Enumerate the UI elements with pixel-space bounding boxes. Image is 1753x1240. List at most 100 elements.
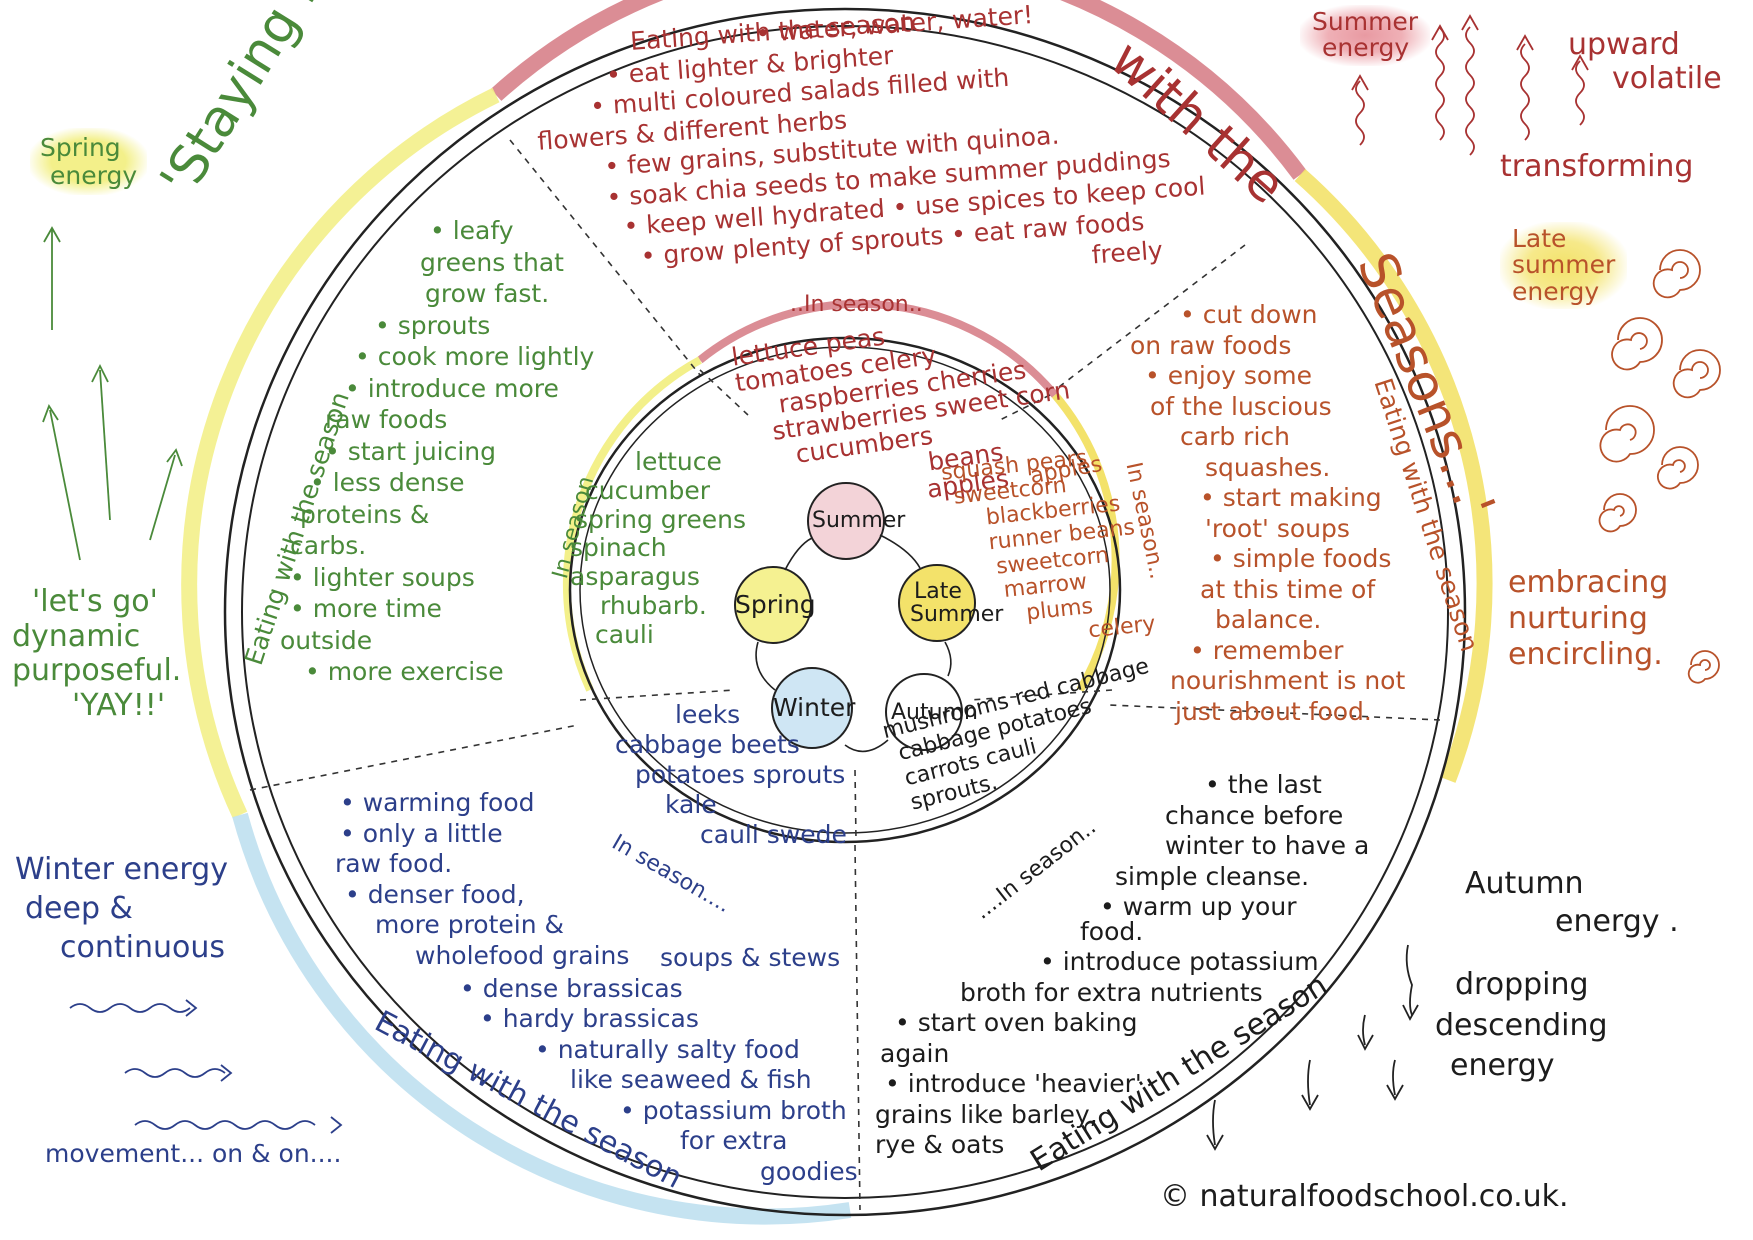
food-item: cucumber <box>585 475 711 505</box>
spring-tip: proteins & <box>300 499 430 529</box>
food-item: spinach <box>570 533 667 563</box>
autumn-arrows <box>1206 944 1419 1151</box>
energy-word: 'YAY!!' <box>72 687 166 723</box>
energy-word: 'let's go' <box>32 584 158 619</box>
spring-tip: • sprouts <box>375 310 491 340</box>
spring-tips: • leafy greens that grow fast. • sprouts… <box>280 215 595 688</box>
spring-arrows <box>42 226 183 561</box>
inner-ring-spring-arc <box>562 356 702 692</box>
cycle-late-summer-label: Late Summer <box>910 579 1004 628</box>
energy-title-line: energy <box>50 160 138 190</box>
autumn-tip: chance before <box>1165 800 1344 830</box>
energy-title-line: Spring <box>40 133 121 162</box>
energy-word: dropping <box>1455 967 1589 1002</box>
autumn-tip: • start oven baking <box>895 1008 1138 1037</box>
outer-ring-late-summer-arc <box>1294 169 1493 783</box>
late-summer-tip: at this time of <box>1200 574 1376 604</box>
winter-tip: • hardy brassicas <box>480 1004 699 1033</box>
outer-ring-summer-arc <box>490 0 1307 180</box>
cycle-summer-label: Summer <box>812 508 906 533</box>
foods-winter: leeks cabbage beets potatoes sprouts kal… <box>615 700 847 850</box>
divider-inner-spring-winter <box>579 689 736 701</box>
autumn-tip: winter to have a <box>1165 831 1370 860</box>
energy-title-line: Late <box>1512 224 1567 253</box>
winter-tip: • potassium broth <box>620 1095 847 1125</box>
inner-circle <box>568 336 1122 844</box>
food-item: rhubarb. <box>600 590 707 620</box>
cycle-late-summer-circle <box>898 564 976 642</box>
late-summer-tip: carb rich <box>1180 422 1290 451</box>
energy-title-line: deep & <box>25 891 133 926</box>
winter-tip: like seaweed & fish <box>570 1065 812 1094</box>
cycle-spring-label: Spring <box>735 590 816 619</box>
spring-tip: • cook more lightly <box>355 342 595 371</box>
autumn-tip: broth for extra nutrients <box>960 977 1263 1007</box>
autumn-tip: • warm up your <box>1100 892 1297 921</box>
summer-energy-word-upward: upward <box>1568 27 1680 62</box>
late-summer-tip: • remember <box>1190 635 1344 665</box>
foods-spring: lettuce cucumber spring greens spinach a… <box>570 447 747 649</box>
late-summer-tip: • start making <box>1200 483 1382 512</box>
winter-tips: • warming food • only a little raw food.… <box>330 788 858 1187</box>
outer-circle-outer-edge <box>223 7 1467 1217</box>
inner-circle-2 <box>579 346 1111 834</box>
autumn-tip: again <box>880 1038 950 1068</box>
outer-ring-winter-arc <box>232 812 852 1225</box>
late-summer-tips: • cut down on raw foods • enjoy some of … <box>1130 300 1405 727</box>
late-summer-tip: just about food. <box>1175 696 1372 726</box>
winter-tip: more protein & <box>375 910 565 939</box>
spring-tip: • more time <box>290 594 442 623</box>
winter-tip: • warming food <box>340 788 535 817</box>
food-item: asparagus <box>570 562 700 591</box>
inner-ring-summer-arc <box>697 299 1059 398</box>
spring-tip: • leafy <box>430 216 514 245</box>
autumn-tips: • the last chance before winter to have … <box>875 770 1369 1161</box>
late-summer-energy-words: embracing nurturing encircling. <box>1508 565 1668 673</box>
in-season-summer: ..In season.. <box>790 292 923 317</box>
late-summer-tip: balance. <box>1215 605 1322 634</box>
energy-word: embracing <box>1508 565 1669 600</box>
late-summer-swirls <box>1598 249 1721 684</box>
copyright-text[interactable]: © naturalfoodschool.co.uk. <box>1160 1179 1569 1214</box>
late-summer-tip: • cut down <box>1180 300 1318 329</box>
winter-tip: • dense brassicas <box>460 973 683 1003</box>
winter-tip: for extra <box>680 1126 788 1155</box>
energy-word: nurturing <box>1508 601 1648 636</box>
outer-circle-inner-edge <box>241 25 1449 1199</box>
late-summer-energy-title: Late summer energy <box>1500 222 1628 309</box>
spring-tip: outside <box>280 625 373 655</box>
late-summer-tip: of the luscious <box>1150 391 1332 421</box>
winter-tip: raw food. <box>335 849 453 878</box>
spring-tip: • lighter soups <box>290 562 475 592</box>
spring-tip: • start juicing <box>325 436 497 466</box>
food-item: leeks <box>675 700 741 729</box>
divider-spring-winter <box>249 724 579 791</box>
autumn-tip: rye & oats <box>875 1130 1005 1159</box>
cycle-autumn-circle <box>885 673 963 751</box>
winter-waves <box>69 999 343 1134</box>
food-item: cauli swede <box>700 820 847 849</box>
autumn-tip: simple cleanse. <box>1115 861 1310 891</box>
food-item: spring greens <box>575 504 747 534</box>
winter-tip: • naturally salty food <box>535 1034 800 1064</box>
energy-title-line: Autumn <box>1465 866 1584 901</box>
spring-energy-words: 'let's go' dynamic purposeful. 'YAY!!' <box>12 584 181 723</box>
winter-tip: • only a little <box>340 818 503 848</box>
food-item: kale <box>665 790 717 819</box>
spring-tip: greens that <box>420 247 564 277</box>
spring-tip: carbs. <box>290 531 367 560</box>
late-summer-tip: • simple foods <box>1210 544 1392 573</box>
energy-title-line: energy <box>1322 33 1410 63</box>
divider-winter-autumn <box>854 844 861 1211</box>
cycle-winter-circle <box>771 667 853 749</box>
spring-tip: • more exercise <box>305 657 504 686</box>
winter-tip: wholefood grains <box>415 940 630 970</box>
energy-word: dynamic <box>12 618 141 654</box>
energy-word: descending <box>1435 1007 1608 1043</box>
late-summer-tip: 'root' soups <box>1205 513 1350 543</box>
energy-title-line: energy <box>1512 276 1600 306</box>
food-item: potatoes sprouts <box>635 760 846 789</box>
late-summer-tip: nourishment is not <box>1170 666 1406 695</box>
autumn-tip: • the last <box>1205 770 1322 799</box>
